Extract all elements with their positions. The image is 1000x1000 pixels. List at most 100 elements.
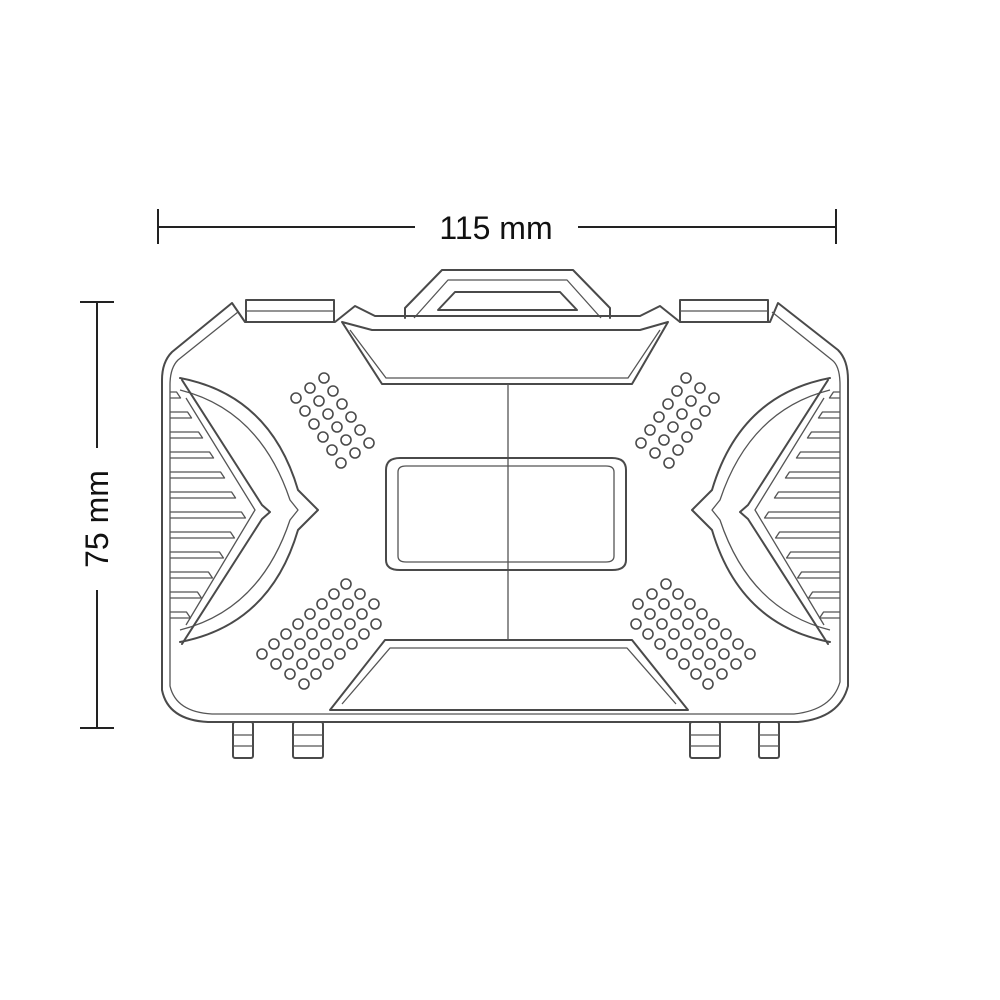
vent-holes-top-left [290,372,375,469]
vent-hole [656,618,668,630]
vent-hole [334,648,346,660]
vent-hole [322,408,334,420]
vent-hole [335,457,347,469]
vent-hole [322,658,334,670]
vent-hole [340,578,352,590]
vent-hole [332,628,344,640]
vent-hole [270,658,282,670]
vent-holes-bottom-left [256,578,382,690]
foot-3 [689,721,721,759]
cooling-fin [170,451,215,459]
vent-hole [308,648,320,660]
vent-hole [313,395,325,407]
carrying-case [161,269,849,759]
vent-hole [671,385,683,397]
vent-hole [646,588,658,600]
vent-hole [658,434,670,446]
vent-hole [708,618,720,630]
vent-hole [280,628,292,640]
vent-hole [294,638,306,650]
cooling-fin [795,451,840,459]
cooling-fin [170,491,237,499]
cooling-fin [170,411,193,419]
top-latch-right [679,299,769,323]
foot-2 [292,721,324,759]
vent-hole [644,608,656,620]
vent-hole [336,398,348,410]
cooling-fin [170,471,226,479]
vent-holes-top-right [635,372,720,469]
vent-hole [370,618,382,630]
top-panel [341,321,669,385]
vent-hole [632,598,644,610]
vent-hole [678,658,690,670]
handle [404,269,611,319]
bottom-feet [232,721,780,759]
bottom-panel [329,639,689,711]
vent-hole [342,598,354,610]
cooling-fin [170,551,225,559]
vent-hole [310,668,322,680]
vent-hole [730,658,742,670]
cooling-fin [170,391,182,399]
cooling-fin [170,611,192,619]
height-dimension: 75 mm [79,301,115,729]
vent-hole [649,447,661,459]
vent-hole [732,638,744,650]
vent-hole [630,618,642,630]
vent-hole [694,628,706,640]
cooling-fin [807,591,840,599]
vent-hole [363,437,375,449]
vent-hole [667,421,679,433]
vent-hole [328,588,340,600]
vent-hole [306,628,318,640]
vent-hole [681,431,693,443]
vent-hole [680,372,692,384]
vent-hole [668,628,680,640]
vent-hole [327,385,339,397]
cooling-fin [170,591,203,599]
vent-hole [317,431,329,443]
vent-hole [299,405,311,417]
vent-hole [354,424,366,436]
vent-hole [292,618,304,630]
vent-hole [331,421,343,433]
vent-hole [308,418,320,430]
vent-hole [690,668,702,680]
vent-hole [358,628,370,640]
vent-hole [368,598,380,610]
vent-hole [662,398,674,410]
vent-hole [672,588,684,600]
vent-hole [349,447,361,459]
vent-hole [330,608,342,620]
left-cooling-fins [170,391,247,619]
cooling-fin [818,611,840,619]
vent-hole [708,392,720,404]
vent-hole [644,424,656,436]
vent-hole [720,628,732,640]
vent-hole [658,598,670,610]
vent-hole [692,648,704,660]
vent-hole [716,668,728,680]
vent-hole [256,648,268,660]
cooling-fin [170,511,247,519]
cooling-fin [774,531,840,539]
cooling-fin [784,471,840,479]
foot-4 [758,721,780,759]
vent-hole [284,668,296,680]
vent-hole [672,444,684,456]
vent-hole [718,648,730,660]
vent-hole [268,638,280,650]
vent-hole [699,405,711,417]
vent-hole [642,628,654,640]
vent-hole [684,598,696,610]
cooling-fin [170,431,204,439]
vent-hole [354,588,366,600]
cooling-fin [763,511,840,519]
cooling-fin [796,571,840,579]
vent-hole [663,457,675,469]
vent-hole [298,678,310,690]
vent-hole [318,618,330,630]
label-plate [385,457,627,571]
